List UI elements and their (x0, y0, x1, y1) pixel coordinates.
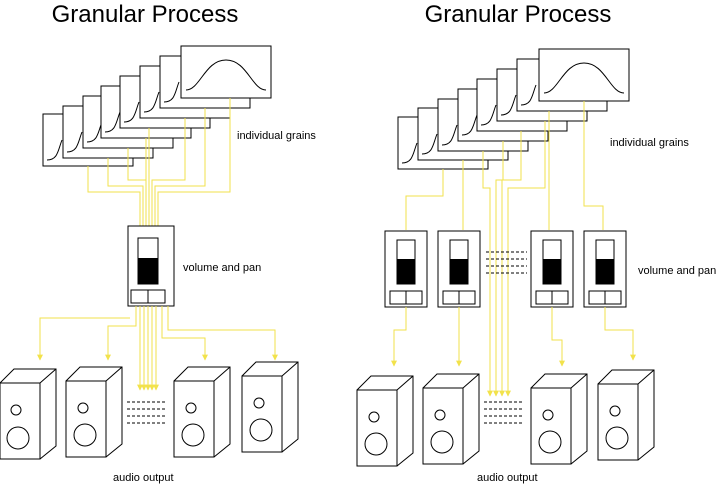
left-speakers (0, 361, 299, 460)
grain-envelope-curve (66, 131, 83, 153)
speaker (597, 369, 655, 461)
grain-envelope-curve (520, 84, 537, 106)
right-output-label: audio output (477, 472, 538, 484)
speaker (422, 373, 480, 465)
right-mixer-module (530, 230, 574, 308)
grain-envelope-curve (104, 111, 121, 133)
volume-fader-fill (450, 259, 468, 284)
grain-envelope-curve (500, 94, 517, 116)
grain-envelope-curve (480, 104, 497, 126)
grain-envelope-curve (163, 81, 180, 103)
pan-left-box (588, 290, 606, 305)
grain-envelope-curve (441, 124, 458, 146)
more-outputs-ellipsis (484, 401, 524, 424)
pan-right-box (604, 290, 622, 305)
right-mixer-module (583, 230, 627, 308)
speaker (356, 375, 414, 467)
volume-fader-fill (397, 259, 415, 284)
speaker (241, 361, 299, 453)
grain-window (538, 48, 630, 102)
grain-envelope-curve (421, 133, 438, 155)
pan-right-box (405, 290, 423, 305)
right-grain-wires (405, 101, 604, 384)
speaker (65, 366, 123, 458)
right-grain-stack (397, 48, 630, 170)
right-speakers (356, 369, 655, 467)
right-output-wires (391, 307, 636, 397)
right-mixer-module (437, 230, 481, 308)
speaker (530, 373, 588, 465)
grain-envelope-curve (123, 101, 140, 123)
left-title: Granular Process (52, 1, 239, 28)
right-mixer-module (384, 230, 428, 308)
speaker (0, 368, 57, 460)
right-mixer-label: volume and pan (638, 265, 716, 277)
volume-fader-fill (596, 259, 614, 284)
left-output-wires (37, 306, 278, 391)
more-mixers-ellipsis (486, 251, 527, 274)
speaker (173, 366, 231, 458)
pan-right-box (551, 290, 569, 305)
pan-left-box (130, 289, 149, 304)
left-grain-stack (42, 45, 272, 167)
pan-left-box (442, 290, 460, 305)
volume-fader-fill (138, 258, 158, 284)
grain-envelope-curve (401, 142, 418, 164)
left-grains-label: individual grains (237, 130, 316, 142)
pan-right-box (147, 289, 166, 304)
grain-window (180, 45, 272, 99)
volume-fader-fill (543, 259, 561, 284)
left-mixer-module (127, 225, 175, 307)
pan-left-box (389, 290, 407, 305)
more-outputs-ellipsis (127, 401, 166, 424)
left-mixer-label: volume and pan (183, 262, 261, 274)
left-grain-wires (87, 98, 231, 226)
grain-envelope-curve (143, 91, 160, 113)
grain-envelope-curve (185, 59, 267, 91)
grain-envelope-curve (543, 62, 625, 94)
grain-envelope-curve (46, 139, 63, 161)
right-panel: Granular Process (356, 1, 716, 484)
right-grains-label: individual grains (610, 137, 689, 149)
left-output-label: audio output (113, 472, 174, 484)
left-panel: Granular Process (0, 1, 316, 484)
grain-envelope-curve (461, 114, 478, 136)
pan-left-box (535, 290, 553, 305)
pan-right-box (458, 290, 476, 305)
right-title: Granular Process (425, 1, 612, 28)
